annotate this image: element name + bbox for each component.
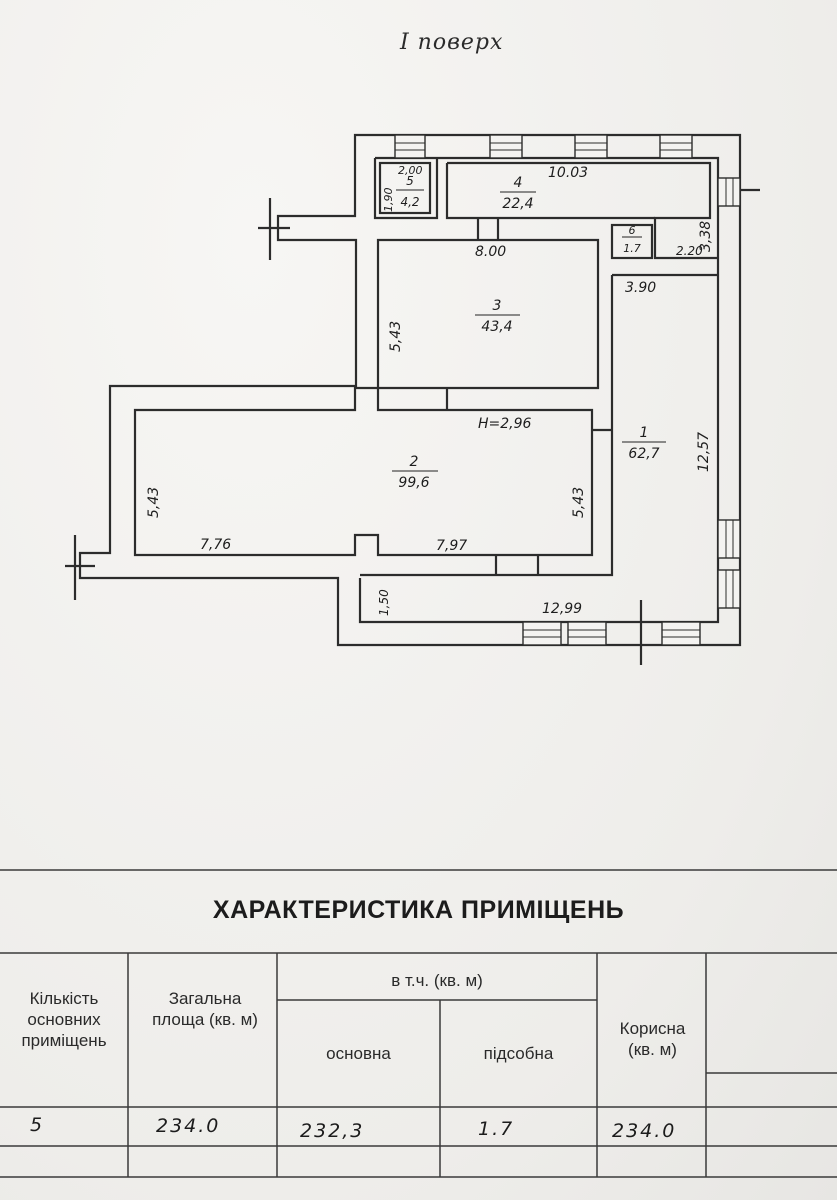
dim-corridor-width: 1,50 bbox=[377, 589, 391, 616]
row-count: 5 bbox=[30, 1114, 45, 1136]
dim-room2-left: 5,43 bbox=[146, 487, 162, 518]
floor-plan: 4 22,4 5 4,2 6 1.7 3 43,4 2 99,6 1 62,7 … bbox=[65, 133, 760, 665]
dim-corridor-length: 12,99 bbox=[542, 601, 582, 617]
row-main: 232,3 bbox=[300, 1120, 365, 1142]
room-3-number: 3 bbox=[493, 298, 502, 314]
room-1-area: 62,7 bbox=[628, 446, 659, 462]
dim-room5-height: 1,90 bbox=[382, 188, 395, 213]
header-useful: Корисна (кв. м) bbox=[619, 1019, 686, 1059]
room-4-number: 4 bbox=[514, 175, 523, 191]
room-5-area: 4,2 bbox=[400, 195, 419, 209]
room-6-area: 1.7 bbox=[623, 242, 641, 255]
room-2-number: 2 bbox=[410, 454, 419, 470]
dim-room1-width: 3.90 bbox=[625, 280, 656, 296]
header-incl: в т.ч. (кв. м) bbox=[391, 971, 483, 990]
row-useful: 234.0 bbox=[612, 1120, 677, 1142]
dim-ceiling-height: H=2,96 bbox=[478, 416, 532, 432]
dim-room3-height: 5,43 bbox=[388, 321, 404, 352]
room-6-number: 6 bbox=[629, 224, 636, 237]
row-aux: 1.7 bbox=[478, 1118, 515, 1140]
room-4-area: 22,4 bbox=[502, 196, 533, 212]
header-count: Кількість основних приміщень bbox=[21, 989, 107, 1050]
room-2-area: 99,6 bbox=[398, 475, 429, 491]
room-3-area: 43,4 bbox=[481, 319, 512, 335]
header-aux: підсобна bbox=[483, 1044, 554, 1063]
dim-room3-width: 8.00 bbox=[475, 244, 506, 260]
dim-room6-width: 2.20 bbox=[676, 244, 703, 258]
dim-room1-length: 12,57 bbox=[696, 432, 712, 472]
dim-room4-length: 10.03 bbox=[548, 165, 588, 181]
dim-room2-bottom-right: 7,97 bbox=[436, 538, 467, 554]
table-title: ХАРАКТЕРИСТИКА ПРИМІЩЕНЬ bbox=[212, 896, 625, 924]
row-total: 234.0 bbox=[156, 1115, 221, 1137]
room-5-number: 5 bbox=[406, 174, 414, 188]
floor-title: І поверх bbox=[400, 30, 504, 55]
dim-room2-bottom-left: 7,76 bbox=[200, 537, 231, 553]
dim-room2-right: 5,43 bbox=[571, 487, 587, 518]
header-total: Загальна площа (кв. м) bbox=[152, 989, 258, 1029]
dim-room5-width: 2,00 bbox=[398, 164, 423, 177]
header-main: основна bbox=[326, 1044, 391, 1063]
room-1-number: 1 bbox=[640, 425, 649, 441]
dim-room4-height: 3,38 bbox=[698, 221, 714, 252]
